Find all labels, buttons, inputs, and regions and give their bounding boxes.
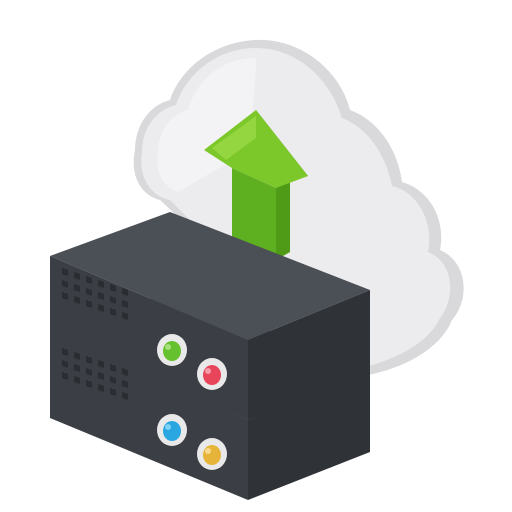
indicator-yellow-icon (197, 438, 227, 470)
indicator-blue-icon (157, 414, 187, 446)
upload-arrow-icon (204, 110, 308, 260)
server-top-right-face (248, 290, 370, 420)
indicator-green-icon (157, 334, 187, 366)
arrow-shaft-front (232, 168, 276, 260)
arrow-shaft-side (276, 180, 290, 260)
arrow-shine (212, 116, 256, 160)
vent-grid-top (62, 268, 128, 320)
server-unit-top (50, 212, 370, 420)
server-top-top-face (50, 212, 370, 340)
server-bottom-right-face (248, 370, 370, 500)
arrow-head-front (204, 110, 308, 188)
indicator-red-icon (197, 358, 227, 390)
server-stack (50, 212, 370, 500)
vent-grid-bottom (62, 348, 128, 400)
